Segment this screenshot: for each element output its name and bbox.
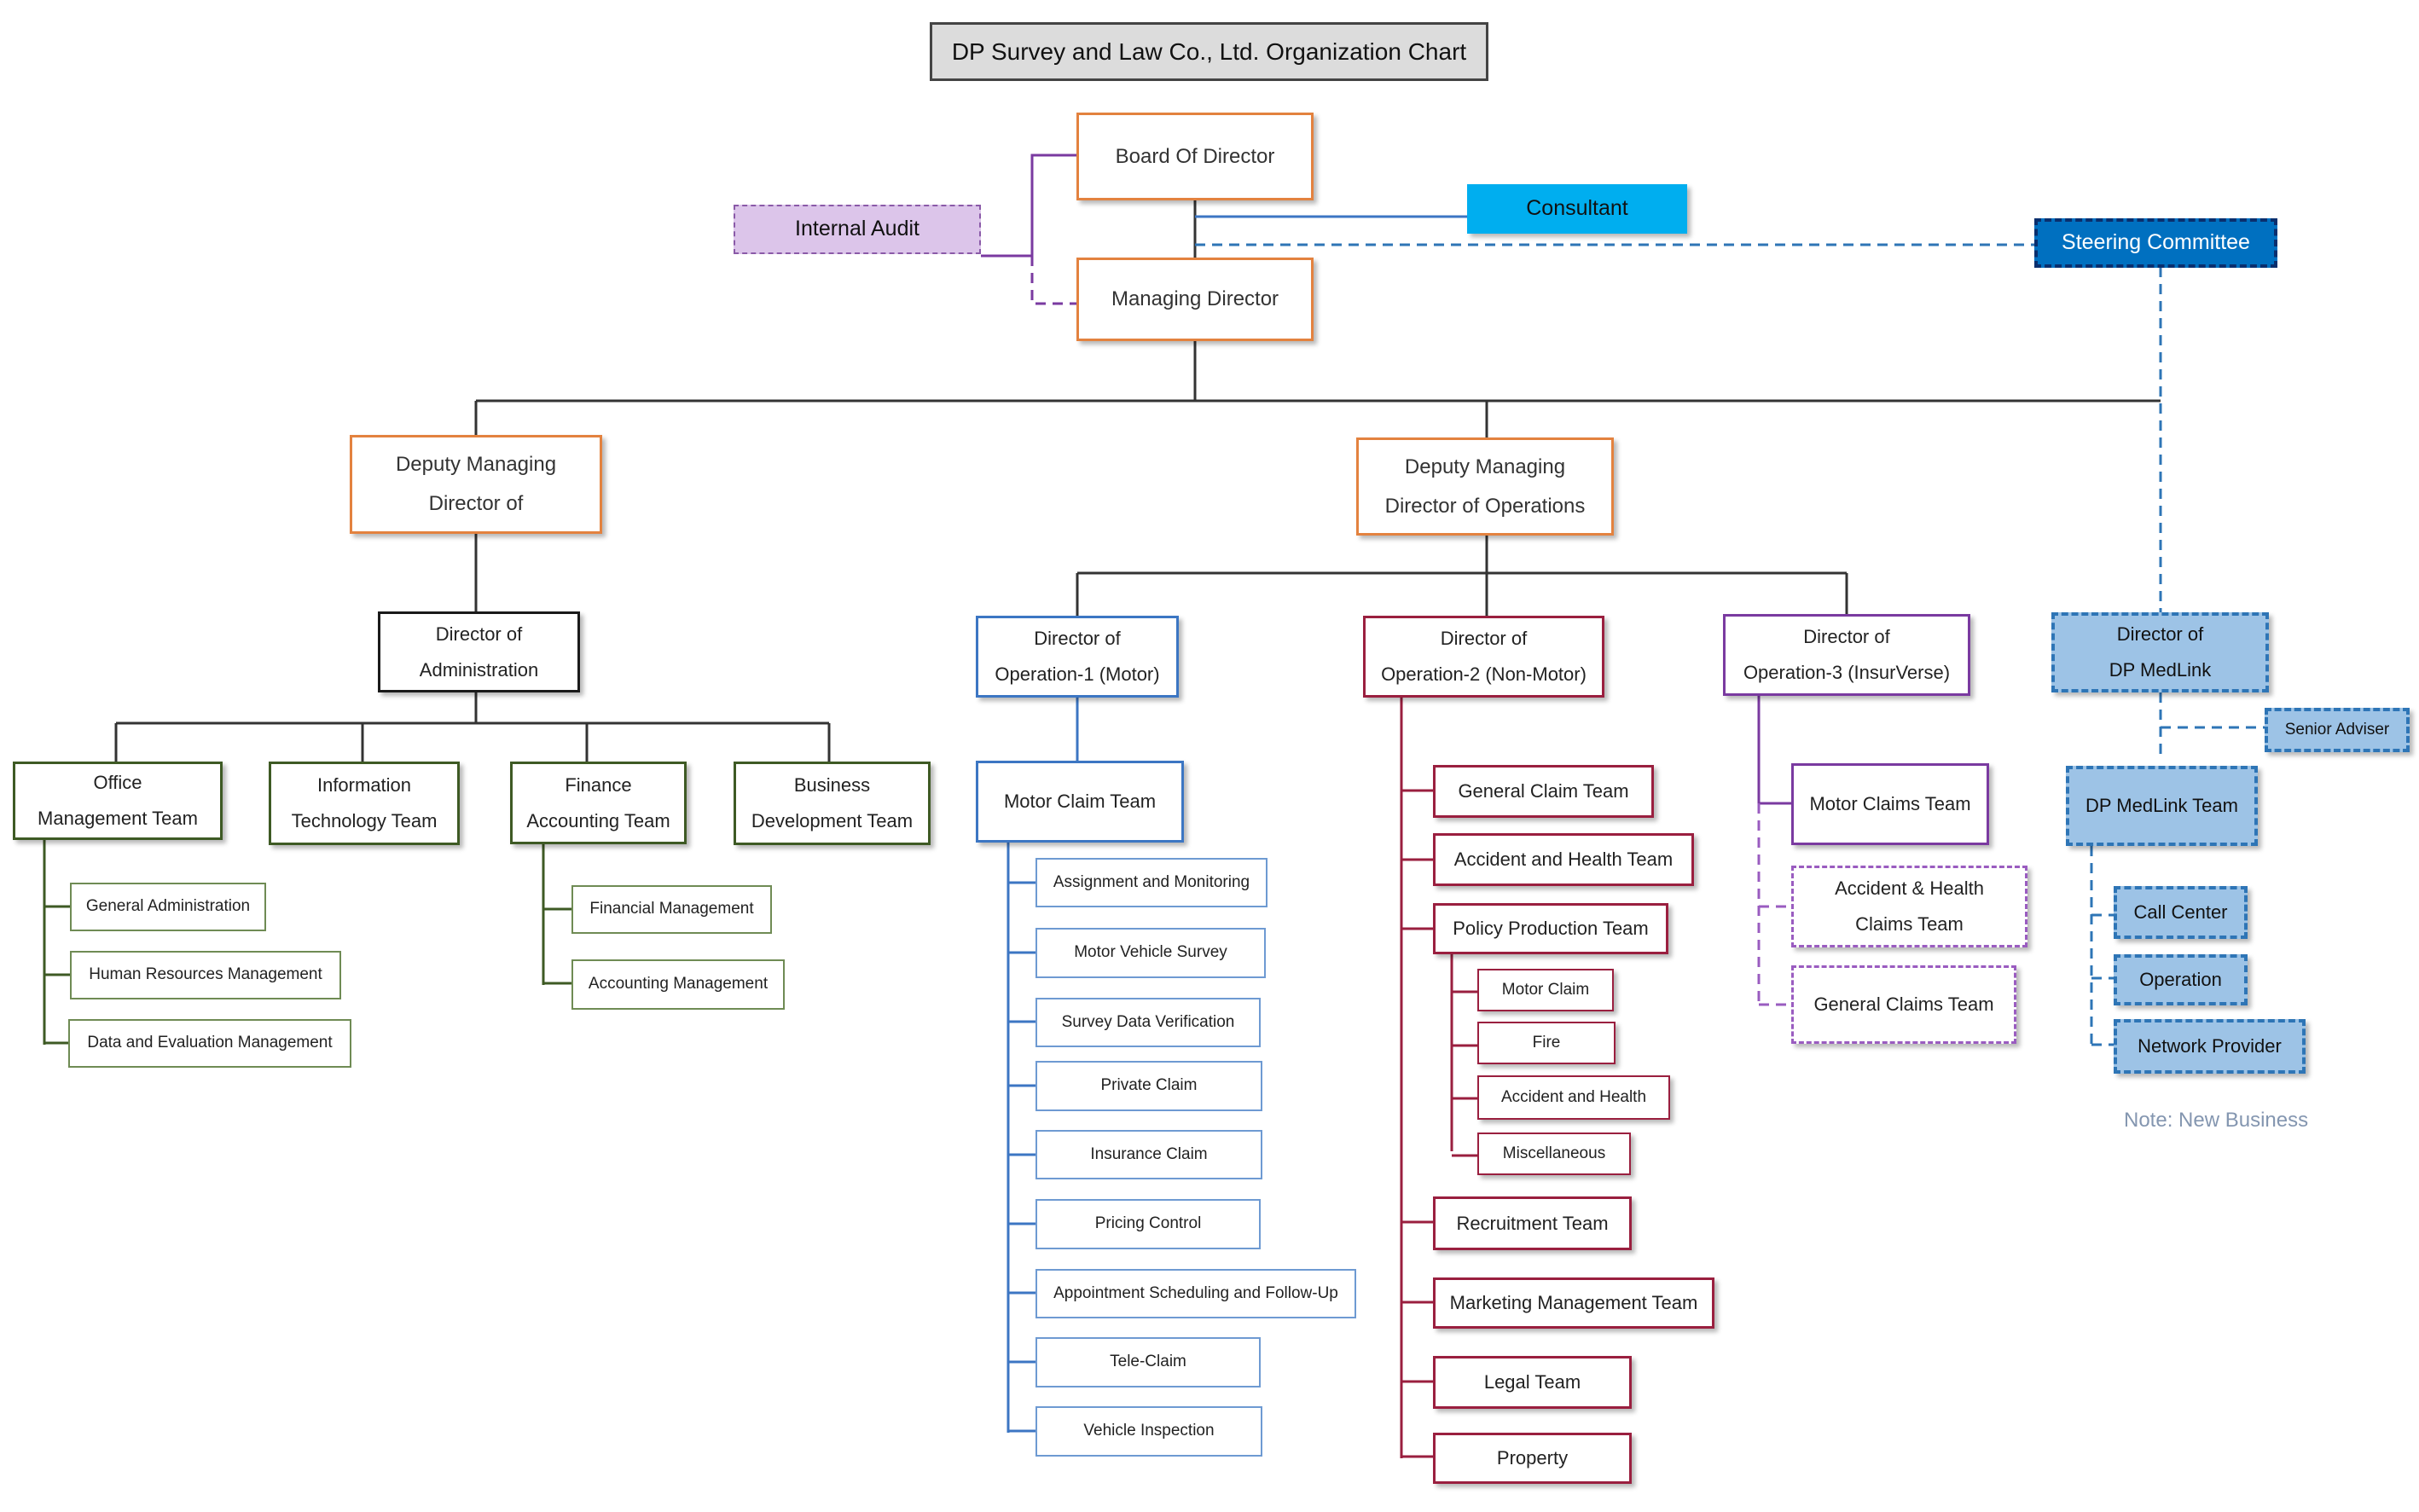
policy-sub-miscellaneous[interactable]: Miscellaneous <box>1477 1133 1631 1175</box>
op1-sub-line <box>1006 843 1035 1433</box>
policy-production-team-box[interactable]: Policy Production Team <box>1433 903 1668 954</box>
chart-title: DP Survey and Law Co., Ltd. Organization… <box>930 22 1488 81</box>
deputy-md-admin-box[interactable]: Deputy Managing Director of <box>350 435 602 534</box>
audit-to-md-line <box>1030 256 1076 305</box>
director-operation-3-box[interactable]: Director of Operation-3 (InsurVerse) <box>1723 614 1970 696</box>
office-sub-line <box>43 840 70 1045</box>
data-evaluation-management-box[interactable]: Data and Evaluation Management <box>68 1019 351 1068</box>
managing-director-box[interactable]: Managing Director <box>1076 258 1314 341</box>
motor-claims-team-box[interactable]: Motor Claims Team <box>1791 763 1989 845</box>
deputy-md-operations-box[interactable]: Deputy Managing Director of Operations <box>1356 437 1614 536</box>
operation-box[interactable]: Operation <box>2114 954 2248 1005</box>
audit-to-board-line <box>981 154 1076 258</box>
policy-sub-accident-health[interactable]: Accident and Health <box>1477 1075 1670 1120</box>
director-administration-box[interactable]: Director of Administration <box>378 611 580 692</box>
op1-sub-appointment[interactable]: Appointment Scheduling and Follow-Up <box>1035 1269 1356 1318</box>
marketing-management-team-box[interactable]: Marketing Management Team <box>1433 1277 1714 1329</box>
op1-sub-assignment[interactable]: Assignment and Monitoring <box>1035 858 1268 907</box>
op3-dashed-line <box>1757 803 1791 1006</box>
property-box[interactable]: Property <box>1433 1433 1632 1484</box>
note-new-business: Note: New Business <box>2124 1109 2309 1132</box>
director-operation-1-box[interactable]: Director of Operation-1 (Motor) <box>976 616 1179 698</box>
board-of-director-box[interactable]: Board Of Director <box>1076 113 1314 200</box>
op3-to-motor-line <box>1757 696 1791 805</box>
op1-sub-insurance-claim[interactable]: Insurance Claim <box>1035 1130 1262 1179</box>
legal-team-box[interactable]: Legal Team <box>1433 1356 1632 1409</box>
accounting-management-box[interactable]: Accounting Management <box>571 959 785 1010</box>
director-dp-medlink-box[interactable]: Director of DP MedLink <box>2051 612 2269 692</box>
accident-health-claims-team-box[interactable]: Accident & Health Claims Team <box>1791 866 2027 947</box>
admin-teams-line <box>114 721 831 762</box>
op1-sub-vehicle-survey[interactable]: Motor Vehicle Survey <box>1035 928 1266 978</box>
call-center-box[interactable]: Call Center <box>2114 886 2248 939</box>
medlink-to-adviser-line <box>2159 692 2265 757</box>
op1-sub-pricing-control[interactable]: Pricing Control <box>1035 1199 1261 1249</box>
hr-management-box[interactable]: Human Resources Management <box>70 951 341 999</box>
office-management-team-box[interactable]: Office Management Team <box>13 762 223 840</box>
op1-sub-private-claim[interactable]: Private Claim <box>1035 1061 1262 1111</box>
policy-sub-fire[interactable]: Fire <box>1477 1022 1616 1064</box>
op1-sub-tele-claim[interactable]: Tele-Claim <box>1035 1337 1261 1387</box>
finance-sub-line <box>542 844 571 985</box>
it-team-box[interactable]: Information Technology Team <box>269 762 460 845</box>
general-claims-team-box[interactable]: General Claims Team <box>1791 965 2016 1044</box>
op2-sub-line <box>1400 698 1433 1458</box>
dp-medlink-team-box[interactable]: DP MedLink Team <box>2066 766 2258 846</box>
motor-claim-team-box[interactable]: Motor Claim Team <box>976 761 1184 843</box>
op1-sub-vehicle-inspection[interactable]: Vehicle Inspection <box>1035 1406 1262 1457</box>
policy-sub-motor-claim[interactable]: Motor Claim <box>1477 969 1614 1011</box>
financial-management-box[interactable]: Financial Management <box>571 885 772 934</box>
business-development-team-box[interactable]: Business Development Team <box>734 762 931 845</box>
general-administration-box[interactable]: General Administration <box>70 883 266 931</box>
general-claim-team-box[interactable]: General Claim Team <box>1433 765 1654 818</box>
accident-health-team-box[interactable]: Accident and Health Team <box>1433 833 1694 886</box>
consultant-box[interactable]: Consultant <box>1467 184 1687 234</box>
policy-sub-line <box>1450 954 1477 1157</box>
medlink-sub-line <box>2090 846 2114 1046</box>
dmd-ops-to-dirs-line <box>1076 536 1848 616</box>
internal-audit-box[interactable]: Internal Audit <box>734 205 981 254</box>
finance-accounting-team-box[interactable]: Finance Accounting Team <box>510 762 687 844</box>
op1-sub-data-verification[interactable]: Survey Data Verification <box>1035 998 1261 1047</box>
director-operation-2-box[interactable]: Director of Operation-2 (Non-Motor) <box>1363 616 1604 698</box>
senior-adviser-box[interactable]: Senior Adviser <box>2265 708 2410 752</box>
recruitment-team-box[interactable]: Recruitment Team <box>1433 1196 1632 1250</box>
network-provider-box[interactable]: Network Provider <box>2114 1019 2306 1074</box>
steering-committee-box[interactable]: Steering Committee <box>2034 218 2277 268</box>
